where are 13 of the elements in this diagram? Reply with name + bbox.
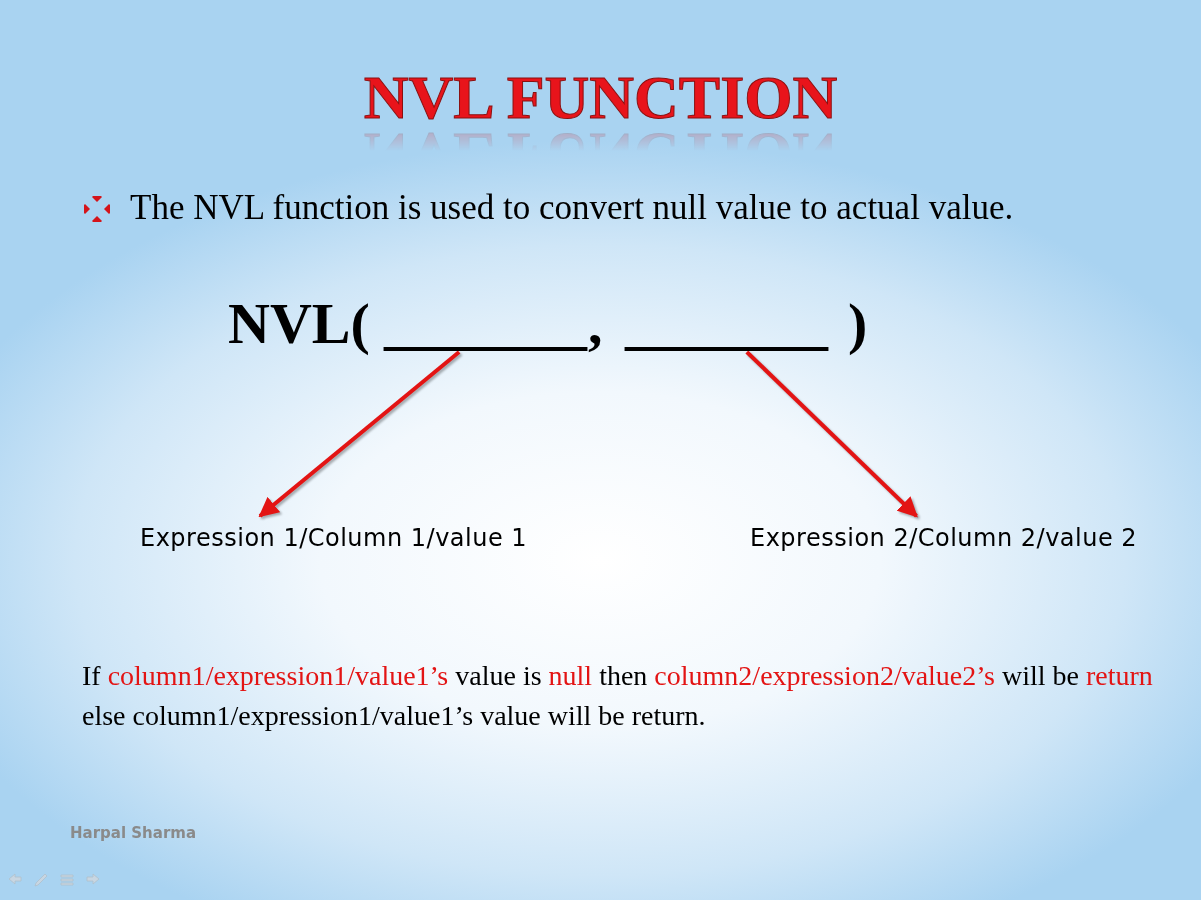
- formula-text: ): [848, 290, 868, 358]
- parameter-label: Expression 2/Column 2/value 2: [750, 524, 1138, 552]
- arrow: [745, 350, 918, 518]
- formula-text: ,: [588, 290, 603, 358]
- bullet-text: The NVL function is used to convert null value to actual value.: [130, 188, 1014, 228]
- parameter-label: Expression 1/Column 1/value 1: [140, 524, 528, 552]
- slide-title: NVL FUNCTION: [362, 62, 839, 133]
- blank-line: _______: [384, 290, 587, 358]
- arrow: [258, 350, 461, 518]
- explanation-text: If column1/expression1/value1’s value is null then column2/expression2/value2’s will be return else column1/expression1/value1’s value will be return.: [82, 659, 1154, 733]
- author-name: Harpal Sharma: [70, 824, 197, 842]
- blank-line: _______: [625, 290, 828, 358]
- formula-text: NVL(: [228, 290, 370, 358]
